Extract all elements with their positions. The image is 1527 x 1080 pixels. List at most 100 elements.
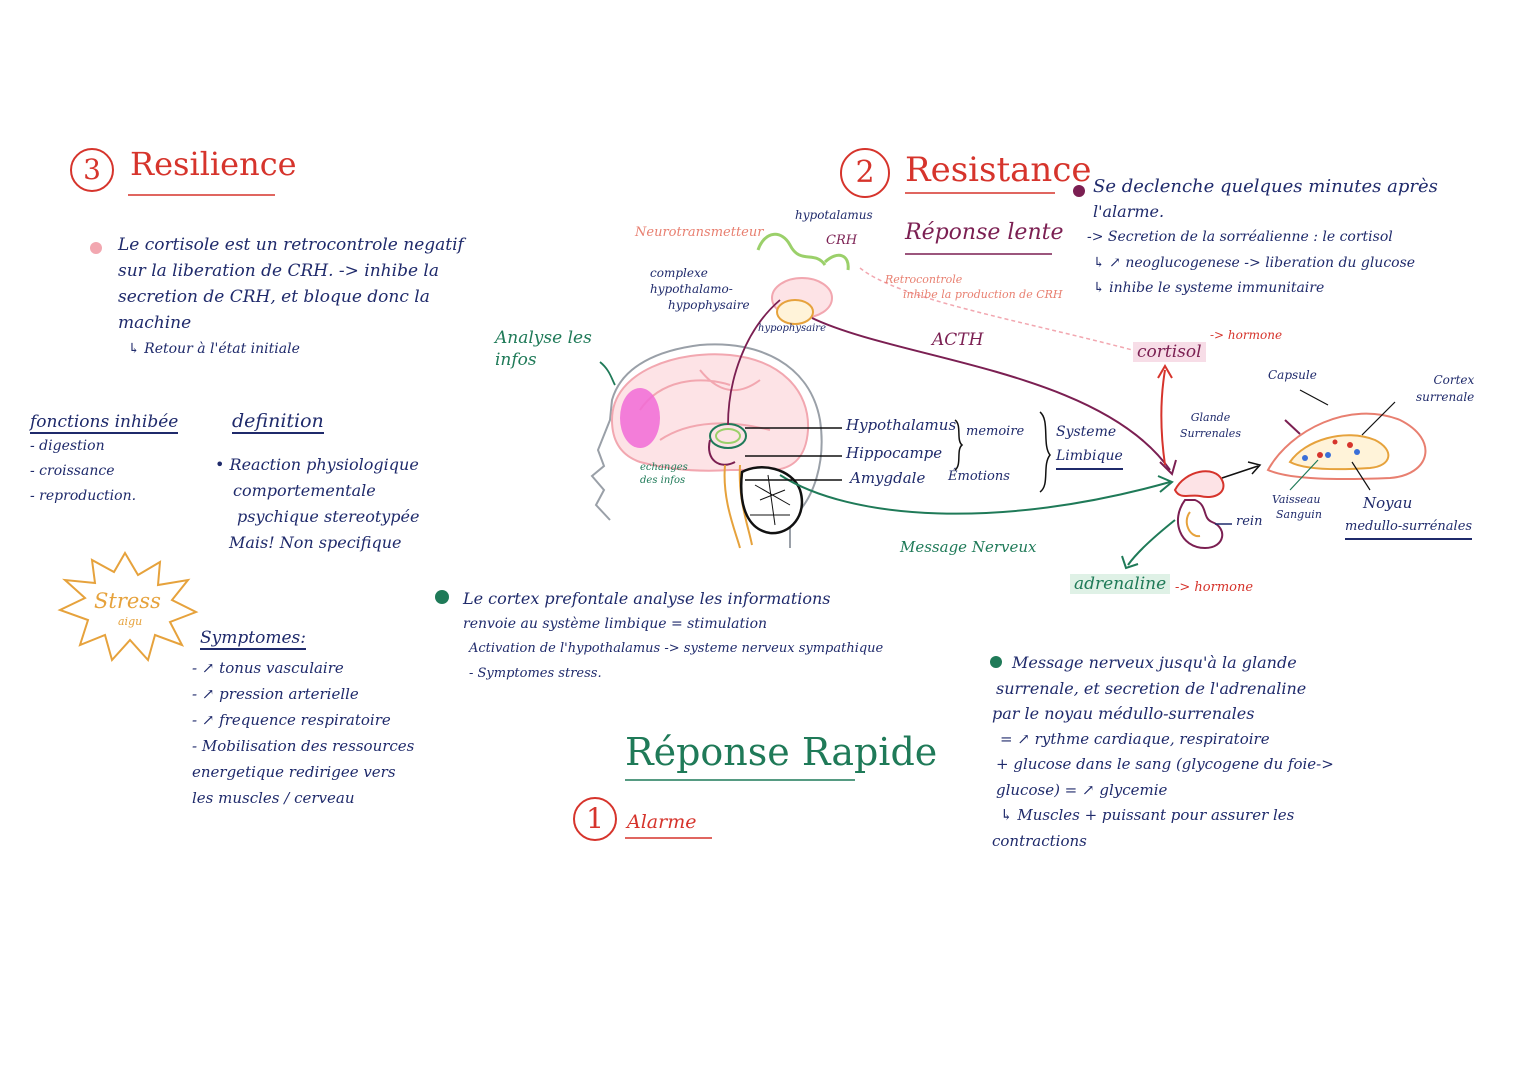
definition-item: psychique stereotypée — [237, 507, 420, 526]
label-emotions: Émotions — [948, 469, 1010, 484]
resilience-title: Resilience — [130, 145, 297, 183]
resistance-line: ↳ inhibe le systeme immunitaire — [1093, 280, 1325, 296]
cortex-line: renvoie au système limbique = stimulatio… — [463, 616, 768, 632]
bullet-purple — [1073, 185, 1085, 197]
stress-sub: aigu — [118, 615, 143, 628]
message-line: ↳ Muscles + puissant pour assurer les — [1000, 806, 1295, 824]
label-noyau: Noyau medullo-surrénales — [1345, 492, 1473, 540]
message-line: contractions — [992, 831, 1087, 850]
resistance-line: l'alarme. — [1093, 202, 1165, 221]
label-cortisol: cortisol — [1133, 342, 1206, 362]
adrenal-gland — [1173, 470, 1225, 498]
label-complexe-line: hypothalamo- — [650, 282, 733, 296]
resistance-line: ↳ ↗ neoglucogenese -> liberation du gluc… — [1093, 255, 1416, 271]
resistance-body: Se declenche quelques minutes après l'al… — [1087, 174, 1513, 300]
symptomes-item: - ↗ tonus vasculaire — [192, 659, 344, 677]
label-cortex-surrenale: Cortex surrenale — [1388, 372, 1474, 406]
resilience-line: machine — [118, 313, 192, 333]
cortex-line: Le cortex prefontale analyse les informa… — [463, 589, 831, 608]
label-memoire: memoire — [966, 424, 1025, 439]
label-hypothalamus: Hypothalamus — [846, 416, 957, 434]
cortex-line: - Symptomes stress. — [469, 666, 602, 681]
label-crh: CRH — [826, 233, 858, 248]
symptomes-item: - Mobilisation des ressources — [192, 737, 415, 755]
label-neurotransmetteur: Neurotransmetteur — [635, 225, 764, 240]
label-adrenaline-hormone: -> hormone — [1175, 580, 1254, 595]
message-line: surrenale, et secretion de l'adrenaline — [996, 678, 1307, 698]
prefrontal-cortex — [620, 388, 660, 448]
label-cortex-line: surrenale — [1416, 390, 1475, 404]
message-body: Message nerveux jusqu'à la glande surren… — [992, 650, 1482, 854]
definition-item: Mais! Non specifique — [229, 533, 402, 552]
message-line: glucose) = ↗ glycemie — [996, 780, 1168, 799]
bullet-green-2 — [990, 656, 1002, 668]
label-vaisseau-line: Sanguin — [1276, 508, 1322, 521]
label-amygdale: Amygdale — [850, 469, 926, 487]
arrow-limbic-up — [727, 299, 781, 426]
label-complexe: complexe hypothalamo- hypophysaire — [650, 265, 750, 313]
neuron-green — [756, 232, 850, 271]
resistance-number: 2 — [840, 148, 890, 198]
label-vaisseau: Vaisseau Sanguin — [1272, 492, 1322, 522]
label-systeme: Systeme — [1056, 424, 1117, 440]
symptomes-item: - ↗ pression arterielle — [192, 685, 359, 703]
label-retrocontrole: Retrocontrole inhibe la production de CR… — [885, 272, 1063, 302]
label-noyau-line: medullo-surrénales — [1345, 516, 1473, 540]
label-glande: Glande Surrenales — [1180, 410, 1241, 442]
definition-items: • Reaction physiologique comportementale… — [215, 452, 419, 556]
resilience-line: secretion de CRH, et bloque donc la — [118, 287, 430, 307]
label-complexe-line: complexe — [650, 266, 708, 280]
alarme-number: 1 — [573, 797, 617, 841]
resistance-line: Se declenche quelques minutes après — [1093, 176, 1438, 197]
fonctions-item: - digestion — [30, 438, 105, 454]
message-nerveux-path — [779, 474, 1171, 515]
message-line: = ↗ rythme cardiaque, respiratoire — [1000, 729, 1270, 748]
label-echanges-line: echanges — [640, 462, 688, 473]
label-limbique: Limbique — [1056, 444, 1123, 470]
label-adrenaline: adrenaline — [1070, 574, 1171, 594]
label-analyse-line: Analyse les — [495, 328, 592, 348]
fonctions-block: fonctions inhibée - digestion - croissan… — [30, 412, 179, 509]
symptomes-title-wrap: Symptomes: — [200, 628, 306, 650]
label-hypotalamus: hypotalamus — [795, 208, 873, 222]
message-line: + glucose dans le sang (glycogene du foi… — [996, 755, 1334, 773]
definition-title: definition — [232, 410, 324, 434]
label-vaisseau-line: Vaisseau — [1272, 493, 1321, 506]
stress-label: Stress — [94, 589, 161, 613]
fonctions-title: fonctions inhibée — [30, 412, 179, 434]
resilience-line: ↳ Retour à l'état initiale — [128, 341, 300, 357]
resilience-line: Le cortisole est un retrocontrole negati… — [118, 235, 464, 255]
alarme-subtitle: Alarme — [627, 811, 697, 833]
resilience-number: 3 — [70, 148, 114, 192]
retrocontrole-path — [859, 267, 1141, 353]
bullet-pink — [90, 242, 102, 254]
fonctions-item: - croissance — [30, 463, 115, 479]
label-cortex-line: Cortex — [1433, 373, 1475, 387]
label-glande-line: Surrenales — [1180, 427, 1241, 440]
message-line: Message nerveux jusqu'à la glande — [1012, 653, 1297, 672]
resistance-line: -> Secretion de la sorréalienne : le cor… — [1087, 229, 1393, 245]
label-echanges: echanges des infos — [640, 461, 688, 487]
head-outline — [590, 343, 823, 548]
definition-block: definition — [232, 410, 324, 434]
label-message-nerveux: Message Nerveux — [900, 538, 1037, 556]
label-systeme-limbique: Systeme Limbique — [1056, 420, 1123, 470]
label-echanges-line: des infos — [640, 475, 686, 486]
label-capsule: Capsule — [1268, 368, 1317, 382]
hypophyse — [776, 299, 814, 325]
label-hippocampe: Hippocampe — [846, 444, 943, 462]
cortex-body: Le cortex prefontale analyse les informa… — [463, 586, 1003, 686]
acth-path — [811, 317, 1171, 471]
bullet-green — [435, 590, 449, 604]
label-glande-line: Glande — [1190, 411, 1231, 424]
label-hypophysaire: hypophysaire — [758, 323, 826, 334]
label-rein: rein — [1236, 514, 1263, 529]
label-cortisol-hormone: -> hormone — [1210, 328, 1283, 342]
reponse-rapide-title: Réponse Rapide — [625, 730, 938, 774]
cortex-line: Activation de l'hypothalamus -> systeme … — [469, 641, 884, 656]
symptomes-item: - ↗ frequence respiratoire — [192, 711, 391, 729]
resistance-subtitle: Réponse lente — [905, 220, 1064, 245]
resilience-line: sur la liberation de CRH. -> inhibe la — [118, 261, 439, 281]
label-analyse: Analyse les infos — [495, 327, 592, 371]
